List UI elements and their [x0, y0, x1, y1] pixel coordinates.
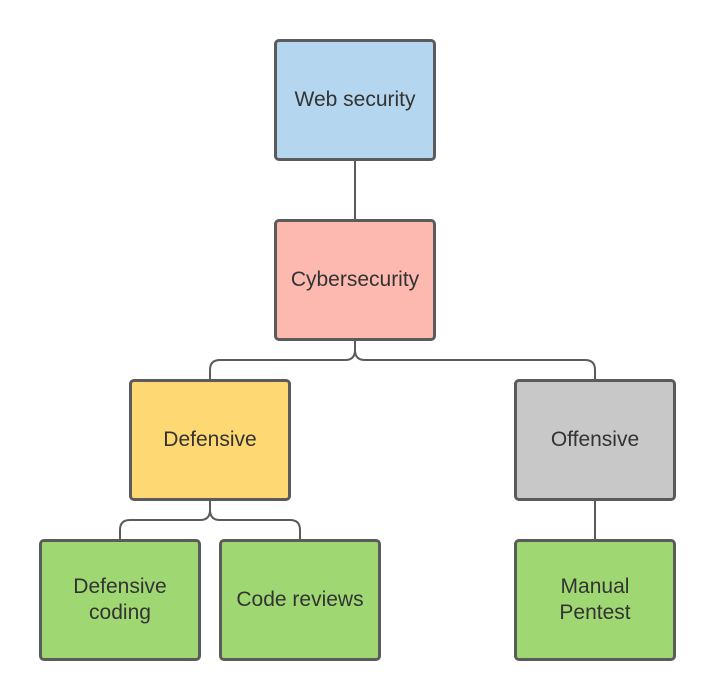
node-offensive: Offensive — [514, 379, 676, 501]
node-defensive-coding: Defensive coding — [39, 539, 201, 661]
node-code-reviews-label: Code reviews — [236, 588, 364, 611]
node-defensive-label: Defensive — [163, 428, 257, 451]
node-defensive-coding-label: Defensive coding — [73, 575, 167, 624]
node-web-security: Web security — [274, 39, 436, 161]
node-manual-pentest-label: Manual Pentest — [559, 575, 631, 624]
connector-cyber-to-offensive — [354, 341, 596, 379]
node-code-reviews: Code reviews — [219, 539, 381, 661]
node-manual-pentest: Manual Pentest — [514, 539, 676, 661]
node-cybersecurity-label: Cybersecurity — [290, 268, 420, 291]
node-offensive-label: Offensive — [550, 428, 640, 451]
connector-cyber-to-defensive — [209, 341, 356, 379]
connector-defensive-to-defensive-coding — [119, 501, 211, 539]
connector-defensive-to-code-reviews — [209, 501, 301, 539]
node-web-security-label: Web security — [294, 88, 416, 111]
node-cybersecurity: Cybersecurity — [274, 219, 436, 341]
node-defensive: Defensive — [129, 379, 291, 501]
